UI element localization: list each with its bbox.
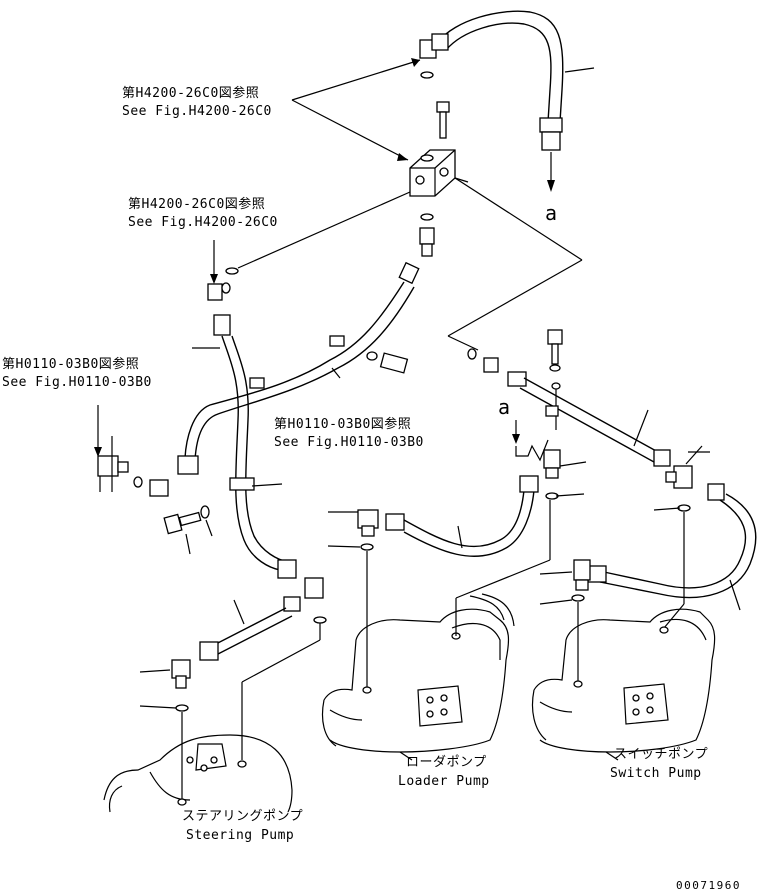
block-bolt: [436, 101, 450, 139]
right-tee-fitting: [653, 445, 710, 629]
mid-hose-clamp: [249, 335, 409, 389]
block-lower-fitting: [419, 227, 435, 257]
reference-center-en: See Fig.H0110-03B0: [274, 435, 424, 450]
left-tee-fitting: [94, 405, 169, 497]
mid-reference-elbow: [207, 240, 231, 301]
steering-pump-body: [103, 734, 293, 813]
left-vertical-hose: [192, 314, 297, 579]
steering-pump-label: ステアリングポンプ Steering Pump: [182, 809, 303, 843]
top-elbow-fitting: [419, 33, 449, 79]
reference-mid-en: See Fig.H4200-26C0: [128, 215, 278, 230]
block-to-junction-lines: [225, 177, 583, 351]
top-reference-leaders: [291, 58, 421, 161]
right-upper-hose: [507, 371, 671, 467]
mid-hose: [177, 261, 420, 475]
reference-label-left: 第H0110-03B0図参照 See Fig.H0110-03B0: [2, 356, 152, 390]
top-arc-hose: [437, 10, 595, 151]
switch-pump-en: Switch Pump: [610, 766, 702, 781]
middle-elbow: [543, 449, 587, 500]
junction-fittings: [467, 329, 563, 430]
left-bolt: [163, 505, 213, 555]
arrow-to-a-top: [547, 152, 555, 192]
loader-pump-jp: ローダポンプ: [406, 755, 487, 770]
marker-a-mid: a: [498, 395, 510, 419]
arrow-to-a-mid: [512, 420, 549, 462]
reference-top-jp: 第H4200-26C0図参照: [122, 85, 259, 101]
reference-label-center: 第H0110-03B0図参照 See Fig.H0110-03B0: [274, 416, 424, 450]
switch-elbow: [539, 559, 591, 684]
figure-id: 00071960: [676, 879, 741, 892]
loader-pump-label: ローダポンプ Loader Pump: [398, 755, 490, 789]
reference-label-mid: 第H4200-26C0図参照 See Fig.H4200-26C0: [128, 196, 278, 230]
reference-top-en: See Fig.H4200-26C0: [122, 104, 272, 119]
steering-hose: [199, 577, 327, 760]
switch-hose: [587, 483, 757, 611]
reference-mid-jp: 第H4200-26C0図参照: [128, 196, 265, 212]
distribution-block: [409, 149, 469, 221]
loader-hose: [327, 475, 539, 690]
steering-pump-jp: ステアリングポンプ: [182, 809, 303, 824]
loader-pump-en: Loader Pump: [398, 774, 490, 789]
switch-pump-label: スイッチポンプ Switch Pump: [610, 747, 708, 781]
marker-a-top: a: [545, 201, 557, 225]
switch-pump-jp: スイッチポンプ: [614, 747, 708, 762]
reference-label-top: 第H4200-26C0図参照 See Fig.H4200-26C0: [122, 85, 272, 119]
steering-elbow: [139, 659, 191, 800]
reference-center-jp: 第H0110-03B0図参照: [274, 416, 411, 432]
reference-left-en: See Fig.H0110-03B0: [2, 375, 152, 390]
loader-pump-body: [321, 500, 551, 761]
steering-pump-en: Steering Pump: [186, 828, 294, 843]
switch-pump-body: [531, 608, 716, 761]
reference-left-jp: 第H0110-03B0図参照: [2, 356, 139, 372]
